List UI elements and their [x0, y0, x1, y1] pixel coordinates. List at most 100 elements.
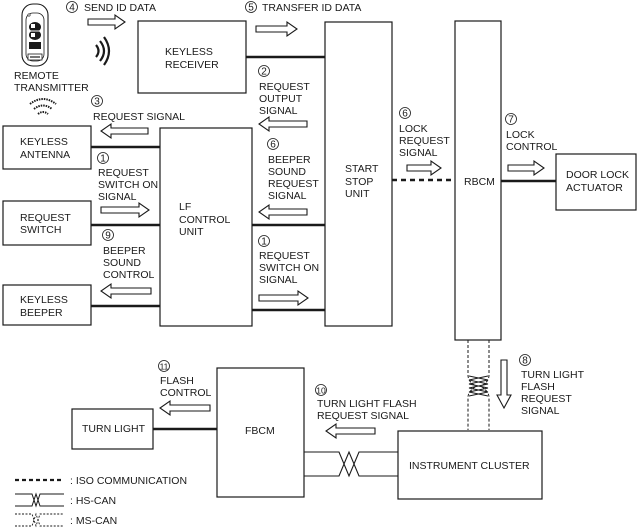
- door-lock-actuator-label-1: DOOR LOCK: [566, 169, 629, 181]
- lf-control-unit: LF CONTROL UNIT: [159, 127, 253, 327]
- instrument-cluster-label: INSTRUMENT CLUSTER: [409, 460, 530, 472]
- lf-control-unit-label-1: LF: [179, 201, 191, 213]
- legend-item-ms-can: : MS-CAN: [15, 512, 117, 528]
- signal-turn-flash-request-left: 10 TURN LIGHT FLASH REQUEST SIGNAL: [315, 384, 417, 422]
- beeper-request-label-4: SIGNAL: [268, 190, 307, 202]
- radio-wave-icon: [29, 98, 57, 115]
- wires: [91, 55, 556, 478]
- start-stop-unit-label-1: START: [345, 163, 379, 175]
- rbcm: RBCM: [454, 20, 502, 341]
- wireless-signal-icon: [95, 36, 111, 66]
- signal-beeper-request: 6 BEEPER SOUND REQUEST SIGNAL: [267, 138, 319, 202]
- svg-text:5: 5: [248, 3, 254, 14]
- turn-flash-request-left-label-2: REQUEST SIGNAL: [317, 410, 409, 422]
- signal-turn-flash-request-down: 8 TURN LIGHT FLASH REQUEST SIGNAL: [519, 354, 585, 417]
- signal-req-switch-left: 1 REQUEST SWITCH ON SIGNAL: [97, 152, 158, 203]
- turn-flash-request-left-label-1: TURN LIGHT FLASH: [317, 398, 417, 410]
- arrow-req-switch-right-right: [258, 289, 309, 307]
- step-number-1-right: 1: [258, 235, 270, 248]
- beeper-request-label-1: BEEPER: [268, 154, 311, 166]
- arrow-turn-flash-down: [496, 359, 512, 410]
- signal-transfer-id: 5 TRANSFER ID DATA: [245, 1, 361, 14]
- remote-transmitter-label-2: TRANSMITTER: [14, 82, 89, 94]
- step-number-8: 8: [519, 354, 531, 367]
- svg-text:11: 11: [160, 362, 169, 372]
- signal-flash-control: 11 FLASH CONTROL: [158, 360, 211, 399]
- arrow-transfer-id-right: [255, 20, 298, 38]
- svg-text:8: 8: [522, 356, 528, 367]
- arrow-request-output-left: [258, 115, 308, 133]
- request-switch: REQUEST SWITCH: [2, 200, 92, 246]
- svg-text:1: 1: [100, 154, 106, 165]
- request-switch-label-1: REQUEST: [20, 212, 71, 224]
- arrow-lock-control-right: [507, 159, 545, 177]
- step-number-11: 11: [158, 360, 170, 372]
- door-lock-actuator: DOOR LOCK ACTUATOR: [555, 153, 637, 211]
- transfer-id-label: TRANSFER ID DATA: [262, 2, 361, 14]
- svg-text:4: 4: [69, 3, 75, 14]
- fbcm-label: FBCM: [245, 425, 275, 437]
- svg-text:6: 6: [270, 140, 276, 151]
- svg-text:9: 9: [105, 231, 111, 242]
- beeper-request-label-2: SOUND: [268, 166, 306, 178]
- step-number-5: 5: [245, 1, 257, 14]
- keyless-beeper: KEYLESS BEEPER: [2, 284, 92, 326]
- signal-request-output: 2 REQUEST OUTPUT SIGNAL: [258, 65, 310, 117]
- beeper-request-label-3: REQUEST: [268, 178, 319, 190]
- ms-can-icon: [15, 512, 64, 528]
- signal-lock-request: 6 LOCK REQUEST SIGNAL: [399, 107, 450, 159]
- instrument-cluster: INSTRUMENT CLUSTER: [397, 430, 543, 500]
- lock-request-label-1: LOCK: [399, 123, 428, 135]
- arrow-beeper-control-left: [100, 282, 152, 300]
- keyless-beeper-label-1: KEYLESS: [20, 294, 68, 306]
- turn-light-label: TURN LIGHT: [82, 423, 146, 435]
- request-switch-label-2: SWITCH: [20, 224, 61, 236]
- flash-control-label-1: FLASH: [160, 375, 194, 387]
- key-fob-icon: [21, 3, 49, 67]
- arrow-turn-flash-left: [325, 422, 376, 440]
- req-switch-right-label-2: SWITCH ON: [259, 262, 319, 274]
- keyless-antenna: KEYLESS ANTENNA: [2, 125, 92, 170]
- lf-control-unit-label-2: CONTROL: [179, 214, 230, 226]
- request-signal-label: REQUEST SIGNAL: [93, 111, 185, 123]
- lock-control-label-1: LOCK: [506, 129, 535, 141]
- turn-light: TURN LIGHT: [71, 408, 154, 450]
- step-number-3: 3: [91, 95, 103, 108]
- signal-arrows: [87, 13, 545, 440]
- svg-text:10: 10: [316, 386, 326, 396]
- step-number-7: 7: [505, 113, 517, 126]
- start-stop-unit-label-2: STOP: [345, 176, 373, 188]
- keyless-antenna-label-2: ANTENNA: [20, 149, 70, 161]
- remote-transmitter-label-1: REMOTE: [14, 70, 59, 82]
- legend-item-hs-can: : HS-CAN: [15, 492, 116, 508]
- arrow-send-id-right: [87, 13, 126, 31]
- signal-beeper-control: 9 BEEPER SOUND CONTROL: [102, 229, 154, 281]
- legend: : ISO COMMUNICATION : HS-CAN : MS-CAN: [15, 475, 187, 528]
- req-switch-left-label-2: SWITCH ON: [98, 179, 158, 191]
- turn-flash-request-down-label-1: TURN LIGHT: [521, 369, 585, 381]
- lock-request-label-3: SIGNAL: [399, 147, 438, 159]
- req-switch-left-label-3: SIGNAL: [98, 191, 137, 203]
- beeper-control-label-3: CONTROL: [103, 269, 154, 281]
- fbcm: FBCM: [216, 367, 305, 498]
- door-lock-actuator-label-2: ACTUATOR: [566, 182, 623, 194]
- hs-can-icon: [15, 492, 64, 508]
- keyless-receiver: KEYLESS RECEIVER: [137, 20, 247, 94]
- signal-send-id: 4 SEND ID DATA: [66, 1, 156, 14]
- step-number-4: 4: [66, 1, 78, 14]
- rbcm-label: RBCM: [464, 176, 495, 188]
- arrow-flash-control-left: [159, 399, 211, 417]
- request-output-label-2: OUTPUT: [259, 93, 303, 105]
- legend-ms-can-label: : MS-CAN: [70, 515, 117, 527]
- send-id-label: SEND ID DATA: [84, 2, 156, 14]
- wire-fbcm-cluster-hscan: [304, 450, 398, 478]
- keyless-receiver-label-1: KEYLESS: [165, 46, 213, 58]
- signal-lock-control: 7 LOCK CONTROL: [505, 113, 557, 153]
- arrow-request-signal-left: [100, 122, 149, 140]
- wire-rbcm-cluster-mscan: [467, 340, 490, 430]
- arrow-beeper-request-left: [258, 203, 308, 221]
- req-switch-left-label-1: REQUEST: [98, 167, 149, 179]
- lf-control-unit-label-3: UNIT: [179, 226, 204, 238]
- legend-item-iso: : ISO COMMUNICATION: [15, 475, 187, 487]
